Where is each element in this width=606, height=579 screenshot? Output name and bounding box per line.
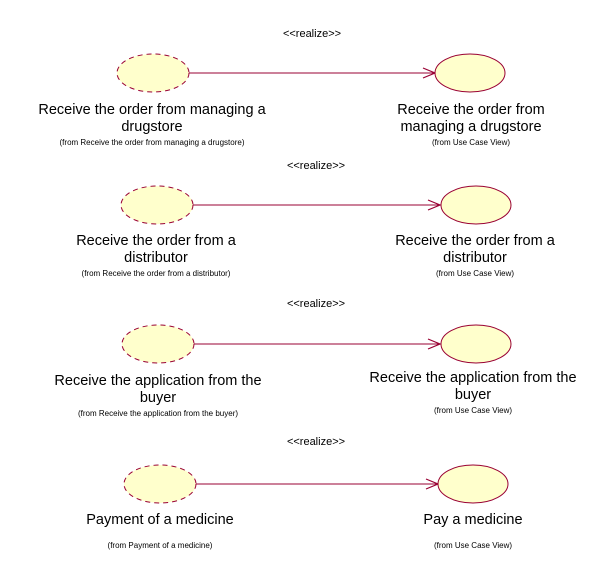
left-source-2: (from Receive the order from a distribut… bbox=[81, 269, 231, 278]
use-case-4[interactable] bbox=[437, 464, 509, 504]
stereotype-label-4: <<realize>> bbox=[286, 436, 346, 448]
stereotype-label-1: <<realize>> bbox=[282, 28, 342, 40]
left-source-3: (from Receive the application from the b… bbox=[77, 409, 239, 418]
left-label-4: Payment of a medicine (from Payment of a… bbox=[60, 512, 260, 551]
realization-use-case-4[interactable] bbox=[123, 464, 197, 504]
use-case-1[interactable] bbox=[434, 53, 506, 93]
left-source-1: (from Receive the order from managing a … bbox=[59, 138, 245, 147]
right-title-3: Receive the application from the buyer bbox=[369, 370, 577, 403]
right-label-1: Receive the order from managing a drugst… bbox=[378, 102, 564, 148]
left-title-1: Receive the order from managing a drugst… bbox=[38, 102, 266, 135]
right-source-2: (from Use Case View) bbox=[435, 269, 515, 278]
right-title-4: Pay a medicine bbox=[423, 512, 523, 528]
realization-use-case-3[interactable] bbox=[121, 324, 195, 364]
use-case-3[interactable] bbox=[440, 324, 512, 364]
left-title-2: Receive the order from a distributor bbox=[76, 233, 236, 266]
left-label-1: Receive the order from managing a drugst… bbox=[18, 102, 286, 148]
stereotype-label-2: <<realize>> bbox=[286, 160, 346, 172]
left-label-2: Receive the order from a distributor (fr… bbox=[58, 233, 254, 279]
right-label-2: Receive the order from a distributor (fr… bbox=[380, 233, 570, 279]
right-title-1: Receive the order from managing a drugst… bbox=[397, 102, 545, 135]
right-source-4: (from Use Case View) bbox=[433, 541, 513, 550]
right-source-1: (from Use Case View) bbox=[431, 138, 511, 147]
left-label-3: Receive the application from the buyer (… bbox=[48, 373, 268, 419]
use-case-2[interactable] bbox=[440, 185, 512, 225]
right-source-3: (from Use Case View) bbox=[433, 406, 513, 415]
left-source-4: (from Payment of a medicine) bbox=[107, 541, 213, 550]
right-label-4: Pay a medicine (from Use Case View) bbox=[388, 512, 558, 551]
realization-use-case-2[interactable] bbox=[120, 185, 194, 225]
stereotype-label-3: <<realize>> bbox=[286, 298, 346, 310]
left-title-3: Receive the application from the buyer bbox=[54, 373, 262, 406]
left-title-4: Payment of a medicine bbox=[86, 512, 234, 528]
realization-use-case-1[interactable] bbox=[116, 53, 190, 93]
right-title-2: Receive the order from a distributor bbox=[395, 233, 555, 266]
right-label-3: Receive the application from the buyer (… bbox=[366, 370, 580, 416]
